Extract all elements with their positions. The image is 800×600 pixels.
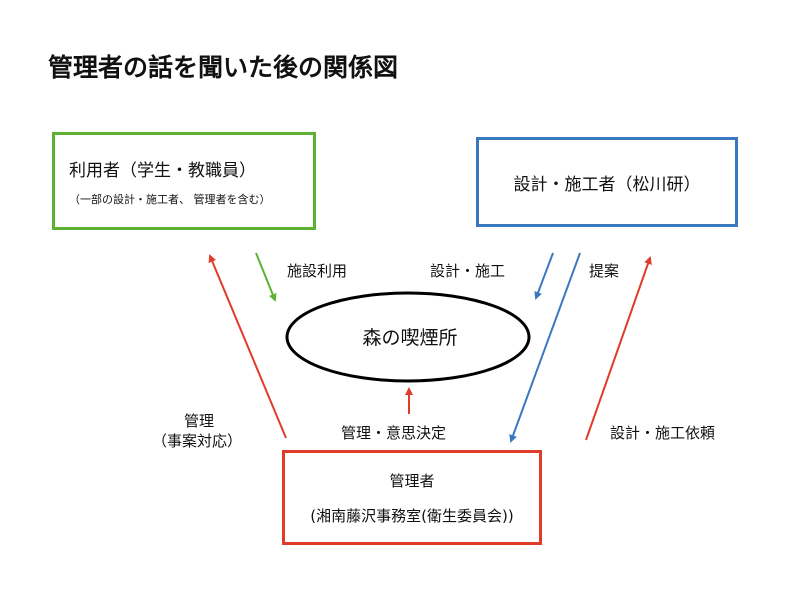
manager-title: 管理者 bbox=[389, 471, 435, 490]
request-arrow bbox=[585, 256, 652, 441]
users-subtitle: （一部の設計・施工者、 管理者を含む） bbox=[69, 192, 271, 206]
use-label: 施設利用 bbox=[287, 262, 348, 280]
use-arrow bbox=[255, 252, 277, 302]
designers-node: 設計・施工者（松川研） bbox=[476, 137, 738, 227]
request-label: 設計・施工依頼 bbox=[610, 424, 716, 442]
designers-title: 設計・施工者（松川研） bbox=[513, 174, 701, 195]
manage-label-2: （事案対応） bbox=[152, 432, 243, 450]
users-node: 利用者（学生・教職員） （一部の設計・施工者、 管理者を含む） bbox=[52, 132, 316, 230]
manage-label-1: 管理 bbox=[184, 412, 215, 430]
build-label: 設計・施工 bbox=[430, 262, 506, 280]
propose-label: 提案 bbox=[589, 262, 620, 280]
manage-arrow bbox=[208, 254, 287, 439]
propose-arrow bbox=[509, 252, 581, 443]
build-arrow bbox=[534, 252, 554, 300]
users-title: 利用者（学生・教職員） bbox=[69, 160, 256, 181]
diagram-title: 管理者の話を聞いた後の関係図 bbox=[48, 53, 399, 82]
place-ellipse bbox=[285, 291, 531, 383]
decide-label: 管理・意思決定 bbox=[341, 424, 447, 442]
manager-subtitle: (湘南藤沢事務室(衛生委員会)) bbox=[310, 506, 514, 525]
place-title: 森の喫煙所 bbox=[362, 327, 458, 349]
manager-node: 管理者 (湘南藤沢事務室(衛生委員会)) bbox=[282, 450, 542, 545]
